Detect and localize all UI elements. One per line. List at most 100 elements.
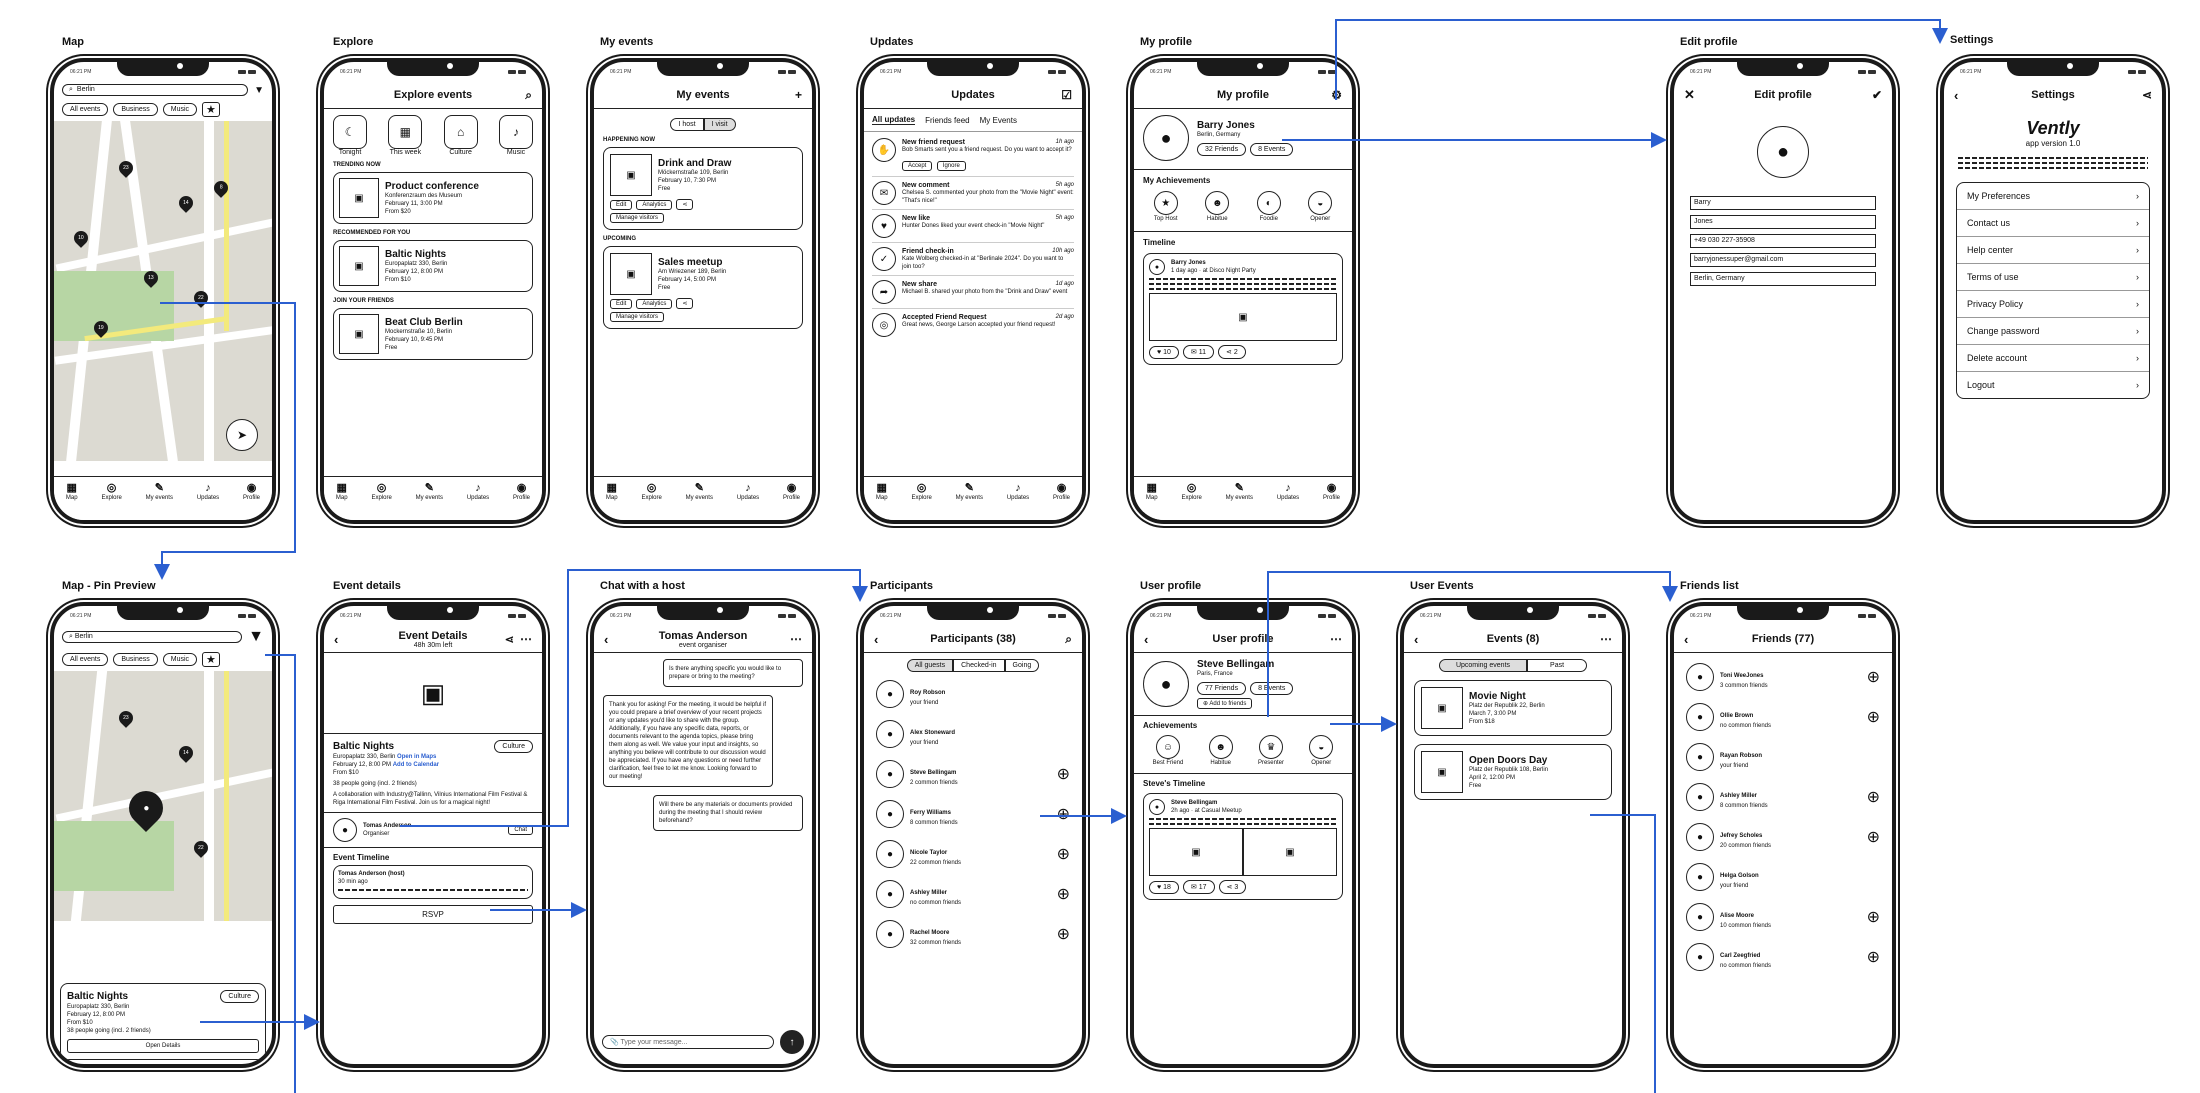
nav-explore[interactable]: ◎Explore [101,482,122,501]
settings-item[interactable]: Logout› [1967,380,2139,390]
add-friend-icon[interactable]: ⊕ [1866,829,1880,846]
more-icon[interactable]: ⋯ [520,632,532,646]
nav-profile[interactable]: ◉Profile [243,482,261,501]
manage-visitors-button[interactable]: Manage visitors [610,213,665,223]
edit-button[interactable]: Edit [610,298,633,309]
settings-item[interactable]: Contact us› [1957,210,2149,237]
add-friend-icon[interactable]: ⊕ [1056,846,1070,863]
quick-culture[interactable]: ⌂Culture [443,115,478,156]
last-name-field[interactable]: Jones [1690,215,1876,229]
chip-all-events[interactable]: All events [62,103,109,116]
send-icon[interactable]: ↑ [780,1030,804,1054]
nav-map[interactable]: ▦Map [1145,482,1158,501]
events-count-button[interactable]: 8 Events [1250,682,1294,695]
back-icon[interactable]: ‹ [334,631,339,647]
comment-button[interactable]: ✉ 11 [1182,345,1214,359]
friends-count-button[interactable]: 77 Friends [1197,682,1247,695]
analytics-button[interactable]: Analytics [636,199,673,210]
add-friend-icon[interactable]: ⊕ [1056,926,1070,943]
settings-item[interactable]: Terms of use› [1957,264,2149,291]
settings-item[interactable]: My Preferences› [1957,183,2149,210]
share-button[interactable]: ⋖ 3 [1218,880,1247,894]
favorites-icon[interactable]: ★ [202,652,220,667]
rsvp-button[interactable]: RSVP [333,905,533,924]
chat-button[interactable]: Chat [508,825,533,835]
more-icon[interactable]: ⋯ [1600,632,1612,646]
search-input[interactable]: ⌕ Berlin [62,631,243,643]
avatar-edit[interactable]: ● [1757,126,1809,178]
tab-friends-feed[interactable]: Friends feed [925,115,970,125]
nav-my-events[interactable]: ✎My events [415,482,443,501]
nav-my-events[interactable]: ✎My events [685,482,713,501]
search-icon[interactable]: ⌕ [525,87,532,102]
nav-updates[interactable]: ♪Updates [736,482,760,501]
back-icon[interactable]: ‹ [874,631,879,647]
nav-updates[interactable]: ♪Updates [1276,482,1300,501]
add-friend-icon[interactable]: ⊕ [1866,949,1880,966]
add-friend-icon[interactable]: ⊕ [1866,909,1880,926]
nav-updates[interactable]: ♪Updates [196,482,220,501]
add-friend-icon[interactable]: ⊕ [1056,886,1070,903]
share-icon[interactable]: ⋖ [676,199,694,210]
add-friend-icon[interactable]: ⊕ [1056,766,1070,783]
first-name-field[interactable]: Barry [1690,196,1876,210]
chip-business[interactable]: Business [113,103,158,116]
add-friend-icon[interactable]: ⊕ [1866,789,1880,806]
nav-map[interactable]: ▦Map [875,482,888,501]
tab-past[interactable]: Past [1527,659,1588,672]
nav-map[interactable]: ▦Map [335,482,348,501]
nav-profile[interactable]: ◉Profile [1323,482,1341,501]
add-to-calendar-link[interactable]: Add to Calendar [392,762,440,768]
chip-music[interactable]: Music [162,653,198,666]
message-input[interactable]: 📎 Type your message... [602,1035,774,1049]
accept-button[interactable]: Accept [902,161,933,171]
open-details-button[interactable]: Open Details [67,1039,259,1053]
settings-item[interactable]: Delete account› [1957,345,2149,372]
gear-icon[interactable]: ⚙ [1331,88,1342,102]
more-icon[interactable]: ⋯ [790,632,802,646]
back-icon[interactable]: ‹ [1414,631,1419,647]
phone-field[interactable]: +49 030 227-35908 [1690,234,1876,248]
nav-profile[interactable]: ◉Profile [513,482,531,501]
nav-explore[interactable]: ◎Explore [911,482,932,501]
analytics-button[interactable]: Analytics [636,298,673,309]
chip-music[interactable]: Music [162,103,198,116]
quick-this-week[interactable]: ▦This week [388,115,423,156]
ignore-button[interactable]: Ignore [936,161,966,171]
map-pin[interactable]: 14 [176,743,196,763]
tab-all-updates[interactable]: All updates [872,115,916,125]
nav-profile[interactable]: ◉Profile [783,482,801,501]
search-icon[interactable]: ⌕ [1065,631,1072,646]
events-count-button[interactable]: 8 Events [1250,143,1294,156]
back-icon[interactable]: ‹ [1684,631,1689,647]
nav-my-events[interactable]: ✎My events [955,482,983,501]
open-in-maps-link[interactable]: Open in Maps [397,754,437,760]
back-icon[interactable]: ‹ [604,631,609,647]
tab-all-guests[interactable]: All guests [906,659,954,672]
like-button[interactable]: ♥ 10 [1149,345,1179,359]
nav-explore[interactable]: ◎Explore [641,482,662,501]
locate-me-icon[interactable]: ➤ [226,419,258,451]
save-icon[interactable]: ✔ [1871,88,1882,102]
check-icon[interactable]: ☑ [1061,88,1072,102]
add-icon[interactable]: + [794,88,802,102]
share-icon[interactable]: ⋖ [2141,88,2152,102]
